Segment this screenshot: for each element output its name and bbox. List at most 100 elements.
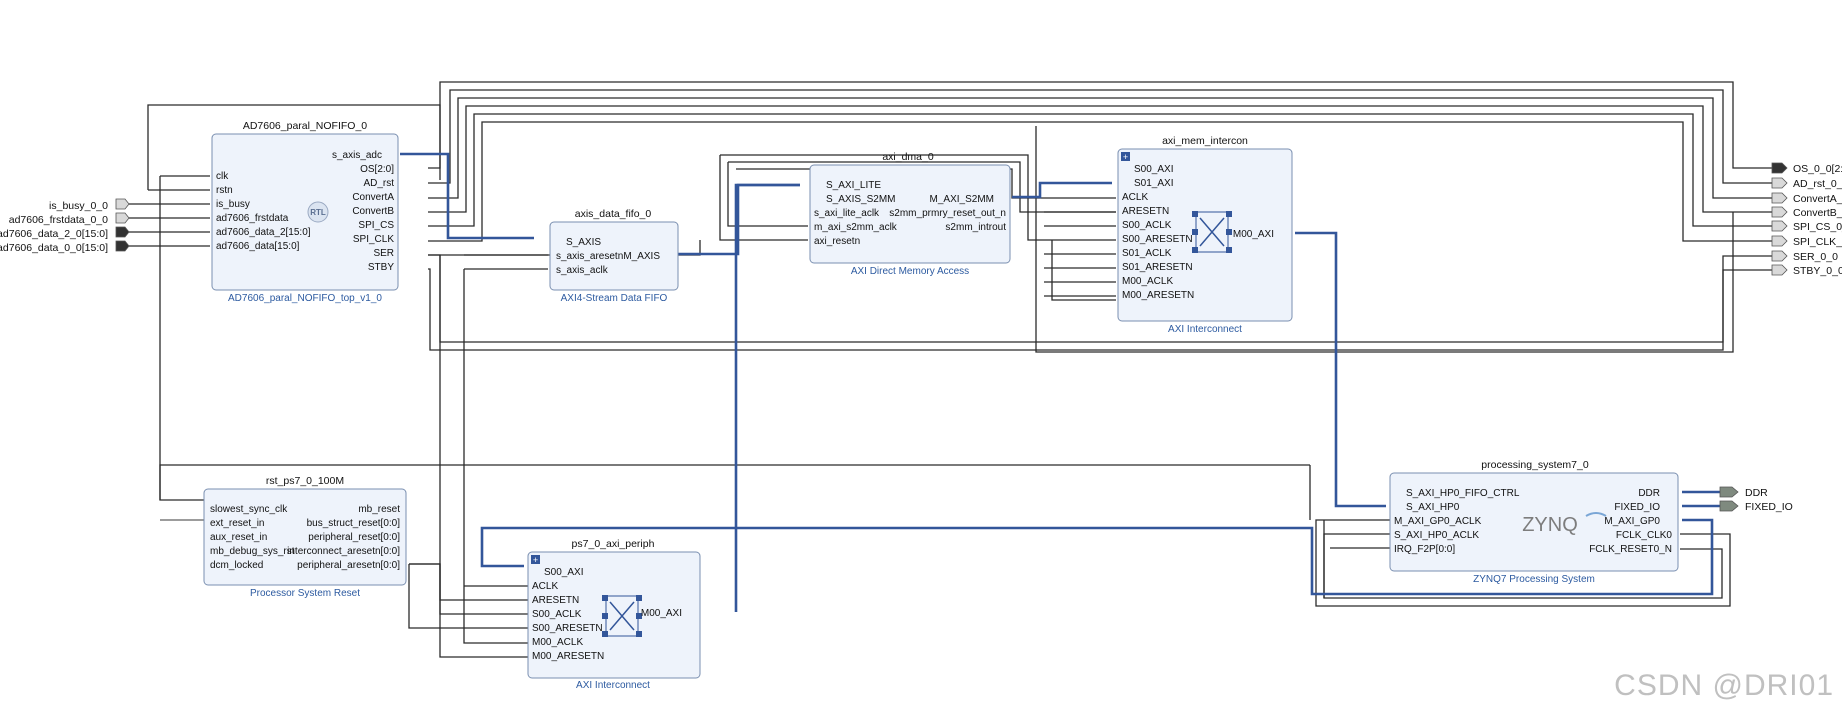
port-aresetn: ARESETN <box>1122 206 1169 217</box>
port-hp0-fifo-ctrl: S_AXI_HP0_FIFO_CTRL <box>1406 488 1520 499</box>
block-subtitle: AXI Direct Memory Access <box>851 266 969 277</box>
port-s00-aclk: S00_ACLK <box>532 609 582 620</box>
port-s00-aresetn: S00_ARESETN <box>1122 234 1193 245</box>
interconnect-icon <box>602 595 642 637</box>
zynq-logo-swoosh <box>1585 512 1607 517</box>
port-axi-resetn: axi_resetn <box>814 236 860 247</box>
wire-clk-loop <box>147 104 441 190</box>
rtl-logo: RTL <box>310 208 326 217</box>
block-instance-name: axis_data_fifo_0 <box>575 208 652 220</box>
port-peripheral-reset: peripheral_reset[0:0] <box>308 532 400 543</box>
port-data2: ad7606_data_2[15:0] <box>216 227 311 238</box>
bus-input-port-icon <box>115 226 130 238</box>
svg-text:+: + <box>1123 152 1128 162</box>
ext-output-label: ConvertA_0_0 <box>1793 193 1842 205</box>
port-mb-reset: mb_reset <box>358 504 400 515</box>
port-s-axi-hp0: S_AXI_HP0 <box>1406 502 1460 513</box>
ext-output-label: SPI_CLK_0_0 <box>1793 236 1842 248</box>
fixed-io-interface-port-icon <box>1719 500 1739 512</box>
port-s2mm-aclk: m_axi_s2mm_aclk <box>814 222 898 233</box>
wire-spiclk <box>428 121 1772 242</box>
port-bus-struct-reset: bus_struct_reset[0:0] <box>307 518 401 529</box>
wire-aresetn-down <box>463 269 528 644</box>
port-m-axis: M_AXIS <box>623 251 660 262</box>
block-instance-name: rst_ps7_0_100M <box>266 475 344 487</box>
port-slowest-sync-clk: slowest_sync_clk <box>210 504 288 515</box>
port-fclk-reset0-n: FCLK_RESET0_N <box>1589 544 1672 555</box>
expand-icon <box>1121 152 1130 161</box>
output-port-icon <box>1771 250 1788 262</box>
port-s-axis-s2mm: S_AXIS_S2MM <box>826 194 895 205</box>
ext-output-label: DDR <box>1745 487 1768 499</box>
port-fixed-io: FIXED_IO <box>1614 502 1660 513</box>
ext-output-label: FIXED_IO <box>1745 501 1793 513</box>
port-lite-aclk: s_axi_lite_aclk <box>814 208 880 219</box>
output-port-icon <box>1771 235 1788 247</box>
wire-dma-resetn <box>719 155 808 241</box>
port-stby: STBY <box>368 262 394 273</box>
wire-stby <box>428 268 1772 351</box>
ddr-interface-port-icon <box>1719 486 1739 498</box>
block-rst-ps7[interactable]: rst_ps7_0_100M Processor System Reset sl… <box>203 475 407 599</box>
bus-dma-to-mem <box>1012 181 1112 199</box>
block-instance-name: processing_system7_0 <box>1481 459 1589 471</box>
bus-periph-to-dma <box>734 183 800 612</box>
output-port-icon <box>1771 206 1788 218</box>
port-m00-axi: M00_AXI <box>1233 229 1274 240</box>
port-aresetn: s_axis_aresetn <box>556 251 623 262</box>
bus-adc-to-fifo <box>400 152 534 240</box>
interconnect-icon <box>1192 211 1232 253</box>
ext-output-label: STBY_0_0 <box>1793 265 1842 277</box>
expand-icon <box>531 555 540 564</box>
port-clk: clk <box>216 171 229 182</box>
bus-output-port-icon <box>1771 162 1788 174</box>
port-s00-aresetn: S00_ARESETN <box>532 623 603 634</box>
block-subtitle: AXI Interconnect <box>576 680 650 691</box>
port-mb-debug-sys-rst: mb_debug_sys_rst <box>210 546 295 557</box>
external-outputs: OS_0_0[2:0] AD_rst_0_0 ConvertA_0_0 Conv… <box>1719 162 1842 513</box>
port-os: OS[2:0] <box>360 164 394 175</box>
output-port-icon <box>1771 177 1788 189</box>
wire-adrst <box>428 89 1772 184</box>
port-interconnect-aresetn: interconnect_aresetn[0:0] <box>287 546 400 557</box>
output-port-icon <box>1771 220 1788 232</box>
output-port-icon <box>1771 192 1788 204</box>
ext-output-label: AD_rst_0_0 <box>1793 178 1842 190</box>
port-spi-cs: SPI_CS <box>358 220 394 231</box>
port-m00-aclk: M00_ACLK <box>1122 276 1173 287</box>
ext-input-label: ad7606_data_0_0[15:0] <box>0 242 108 254</box>
block-processing-system7[interactable]: processing_system7_0 ZYNQ ZYNQ7 Processi… <box>1389 459 1679 585</box>
block-ps7-axi-periph[interactable]: ps7_0_axi_periph + AXI Interconnect S00_… <box>527 538 701 691</box>
port-spi-clk: SPI_CLK <box>353 234 394 245</box>
wire-os <box>428 81 1772 169</box>
port-s00-axi: S00_AXI <box>544 567 583 578</box>
port-is-busy: is_busy <box>216 199 250 210</box>
port-m00-aclk: M00_ACLK <box>532 637 583 648</box>
port-aresetn: ARESETN <box>532 595 579 606</box>
block-axi-dma[interactable]: axi_dma_0 AXI Direct Memory Access S_AXI… <box>809 151 1011 277</box>
port-m00-aresetn: M00_ARESETN <box>532 651 604 662</box>
bus-ps-gp0-to-periph <box>480 518 1714 596</box>
port-ext-reset-in: ext_reset_in <box>210 518 264 529</box>
bus-fifo-to-dma <box>678 183 800 256</box>
port-m-axi-gp0: M_AXI_GP0 <box>1604 516 1660 527</box>
port-ddr: DDR <box>1638 488 1660 499</box>
block-ad7606[interactable]: AD7606_paral_NOFIFO_0 RTL AD7606_paral_N… <box>211 120 399 304</box>
wire-converta <box>428 97 1772 199</box>
port-s01-aclk: S01_ACLK <box>1122 248 1172 259</box>
port-aclk: ACLK <box>532 581 558 592</box>
port-irq-f2p: IRQ_F2P[0:0] <box>1394 544 1455 555</box>
block-subtitle: AXI Interconnect <box>1168 324 1242 335</box>
port-aclk: s_axis_aclk <box>556 265 609 276</box>
port-ser: SER <box>373 248 394 259</box>
wire-convertb <box>428 105 1772 213</box>
svg-text:+: + <box>533 555 538 565</box>
ext-output-label: OS_0_0[2:0] <box>1793 163 1842 175</box>
block-axis-fifo[interactable]: axis_data_fifo_0 AXI4-Stream Data FIFO S… <box>549 208 679 304</box>
block-subtitle: AD7606_paral_NOFIFO_top_v1_0 <box>228 293 382 304</box>
port-data: ad7606_data[15:0] <box>216 241 300 252</box>
block-axi-mem-intercon[interactable]: axi_mem_intercon + AXI Interconnect S00_… <box>1117 135 1293 335</box>
port-s00-aclk: S00_ACLK <box>1122 220 1172 231</box>
ext-input-label: ad7606_data_2_0[15:0] <box>0 228 108 240</box>
port-ad-rst: AD_rst <box>363 178 394 189</box>
